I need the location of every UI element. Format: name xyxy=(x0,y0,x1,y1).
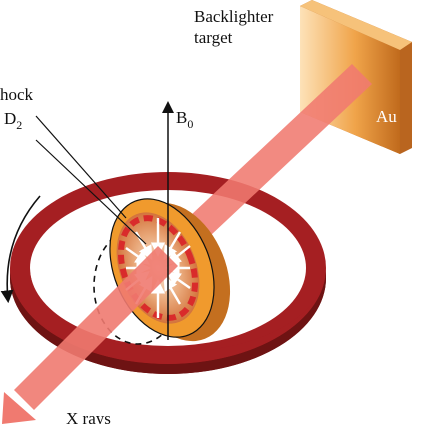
backlighter-label-line2: target xyxy=(194,28,233,47)
x-ray-beam-lower xyxy=(14,246,178,410)
shock-leader xyxy=(35,115,127,219)
shock-label: hock xyxy=(0,85,34,104)
b0-label: B0 xyxy=(176,108,193,131)
rotation-arrow xyxy=(0,195,41,304)
d2-leader xyxy=(35,139,147,245)
x-ray-beam-upper xyxy=(158,64,372,266)
shock-front xyxy=(117,215,199,321)
x-ray-arrowhead xyxy=(2,392,36,424)
backlighter-label-line1: Backlighter xyxy=(194,7,274,26)
d2-label: D2 xyxy=(4,109,22,132)
au-label: Au xyxy=(376,107,397,126)
xrays-label: X rays xyxy=(66,409,111,424)
